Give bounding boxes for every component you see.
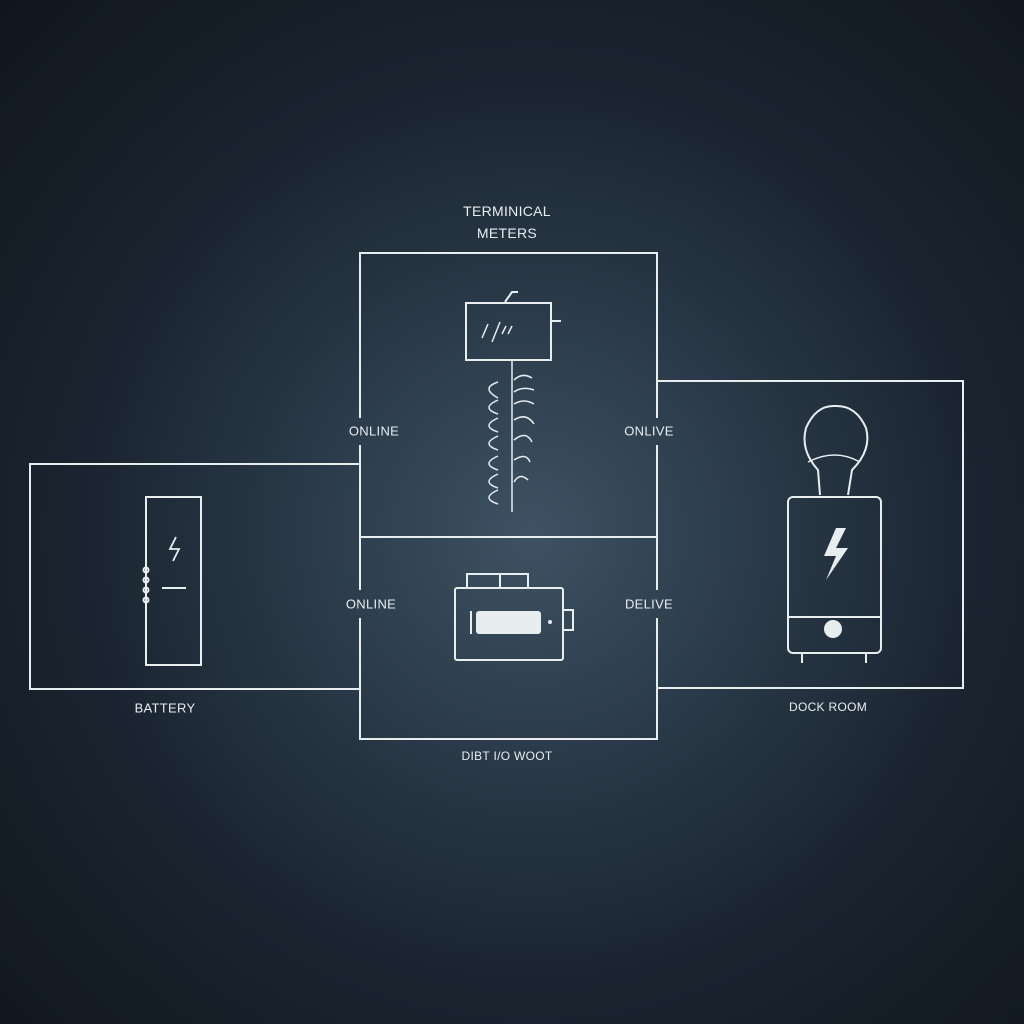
battery-level-icon — [454, 573, 574, 661]
coil-icon — [488, 360, 535, 512]
diagram-title: TERMINICAL METERS — [463, 200, 551, 244]
dock-room-box — [657, 380, 964, 689]
title-line-2: METERS — [476, 225, 538, 241]
battery-cell-icon — [142, 496, 202, 666]
label-bottom-center: DIBT I/O WOOT — [461, 749, 553, 763]
label-battery: BATTERY — [134, 700, 196, 716]
label-delive: DELIVE — [624, 596, 674, 612]
label-dock-room: DOCK ROOM — [788, 700, 868, 714]
label-online-bottom: ONLINE — [345, 596, 397, 612]
label-onlive: ONLIVE — [624, 423, 674, 439]
battery-box — [29, 463, 360, 690]
bulb-icon — [803, 404, 869, 496]
center-bottom-box — [359, 618, 658, 740]
meter-icon — [465, 291, 561, 361]
title-line-1: TERMINICAL — [463, 203, 551, 219]
label-online-top: ONLINE — [348, 423, 400, 439]
power-unit-icon — [787, 496, 882, 663]
terminal-meters-box — [359, 252, 658, 590]
